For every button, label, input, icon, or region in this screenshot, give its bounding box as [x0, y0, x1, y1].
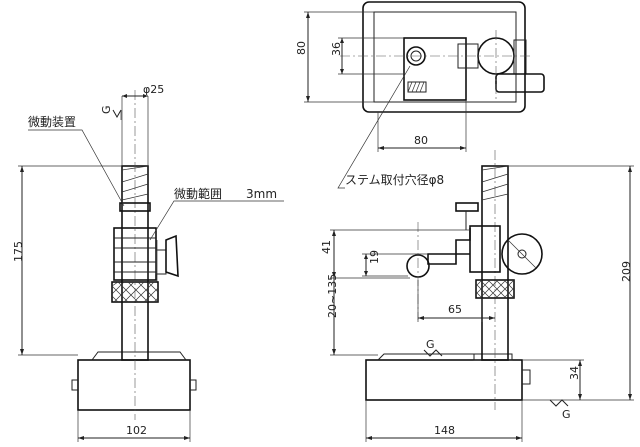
ground-mark-side: G [426, 338, 435, 351]
side-clamp-wheel [501, 233, 543, 275]
front-base [77, 359, 191, 411]
top-base-outline [362, 1, 526, 113]
top-clamp-block [403, 37, 467, 101]
ground-mark-base: G [562, 408, 571, 421]
side-adjust-nut [455, 202, 479, 212]
dim-side-reach: 65 [448, 303, 462, 316]
side-collar [475, 279, 515, 299]
dim-side-19: 19 [368, 250, 381, 264]
dim-side-base-width: 148 [434, 424, 455, 437]
ground-mark-front: G [100, 105, 113, 114]
top-view: 80 36 80 [295, 1, 545, 152]
side-view: G 41 19 20~135 65 209 34 [320, 150, 634, 442]
side-clamp-block [469, 225, 501, 273]
front-clamp-knob [165, 234, 179, 278]
front-knurl-top [121, 165, 149, 201]
dim-side-upper: 41 [320, 240, 333, 254]
dim-side-range: 20~135 [326, 274, 339, 318]
front-base-top [91, 351, 187, 361]
dim-front-height: 175 [12, 241, 25, 262]
label-stem-hole: ステム取付穴径φ8 [345, 172, 444, 187]
dim-top-height: 80 [295, 41, 308, 55]
dim-diameter: φ25 [143, 83, 164, 96]
side-base [365, 359, 523, 401]
label-fine-adjuster: 微動装置 [28, 115, 76, 129]
front-view: φ25 G 175 102 微動装置 微動範囲 3mm [12, 83, 284, 442]
dim-side-height: 209 [620, 261, 633, 282]
label-fine-range-value: 3mm [246, 187, 277, 201]
dim-front-base-width: 102 [126, 424, 147, 437]
dim-side-base-height: 34 [568, 366, 581, 380]
side-arm [427, 228, 471, 265]
side-column [481, 165, 509, 361]
dim-top-width: 80 [414, 134, 428, 147]
dim-top-inner: 36 [330, 42, 343, 56]
top-knob [495, 73, 545, 93]
front-adjust-nut [119, 202, 151, 212]
label-fine-range: 微動範囲 [174, 186, 222, 201]
